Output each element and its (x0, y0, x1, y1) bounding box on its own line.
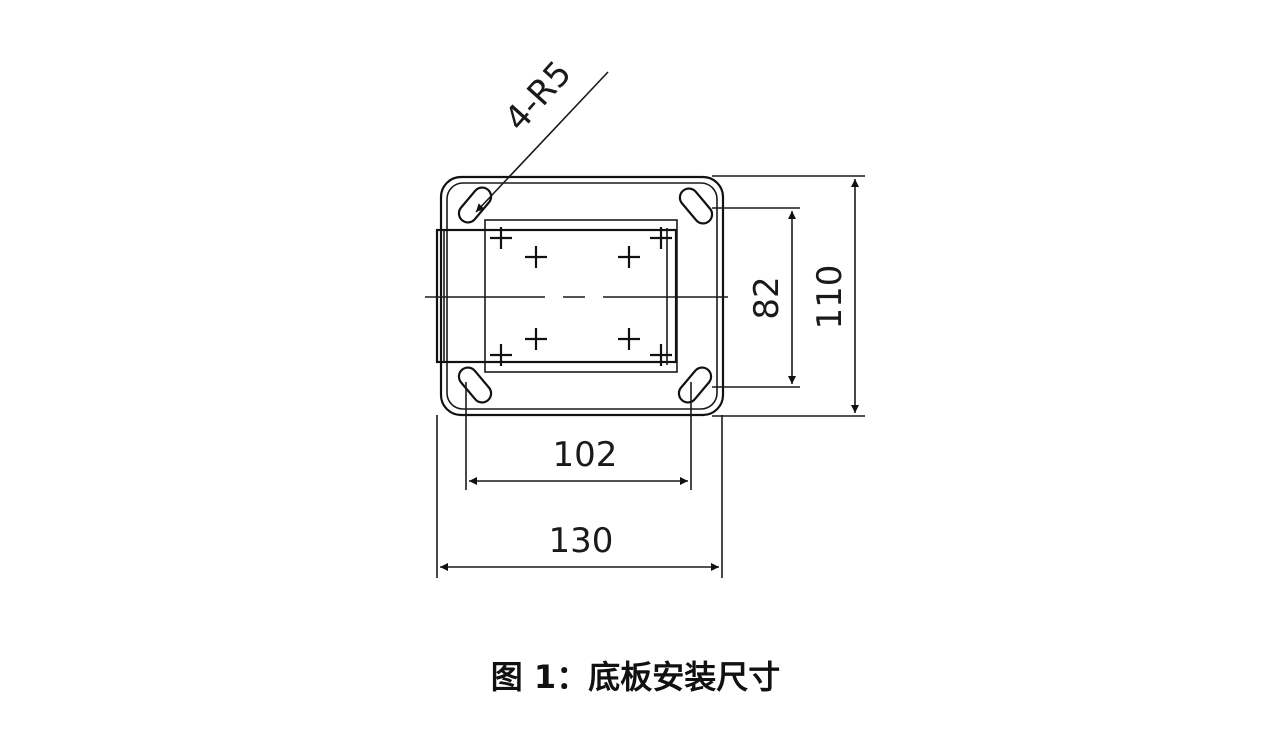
plate-outline (439, 175, 725, 417)
radius-leader (475, 71, 609, 213)
slot-bottom-left (457, 366, 493, 404)
dim-label-82: 82 (747, 276, 787, 319)
extension-lines-bottom (436, 382, 723, 578)
extension-lines-right (712, 175, 865, 417)
inner-frame (484, 219, 678, 373)
dim-label-102: 102 (553, 435, 618, 475)
mounted-body (435, 228, 678, 364)
dim-label-110: 110 (810, 265, 850, 330)
plate-inner-outline (446, 182, 718, 410)
dim-label-130: 130 (549, 521, 614, 561)
figure-caption: 图 1：底板安装尺寸 (490, 658, 781, 696)
radius-label: 4-R5 (497, 53, 580, 139)
slot-top-right (678, 187, 714, 225)
slot-bottom-right (677, 366, 713, 404)
cross-marks (490, 227, 672, 366)
